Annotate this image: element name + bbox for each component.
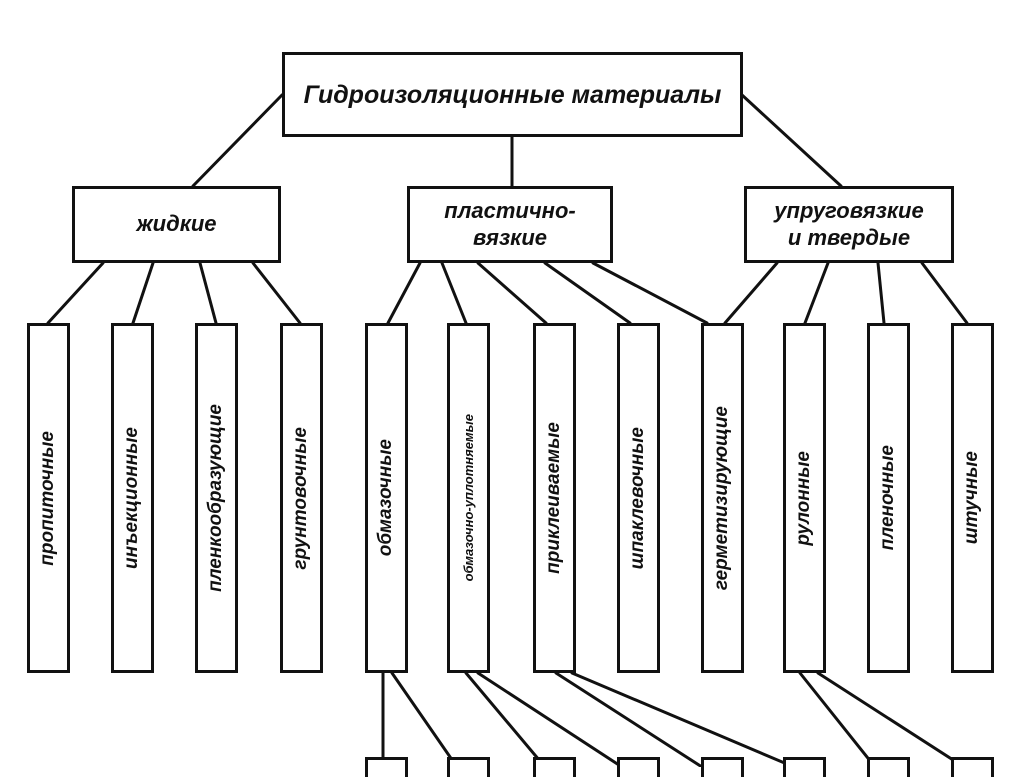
edge-root-liquid [191,93,284,188]
edge-plastic-t7 [476,261,548,325]
edge-plastic-t6 [440,261,468,325]
node-type: приклеиваемые [533,323,576,673]
edge-plastic-t8 [543,261,632,325]
node-type: пленкообразующие [195,323,238,673]
node-type-label: рулонные [793,450,815,546]
edge-bottom-b4 [476,671,624,767]
edge-bottom-b7 [798,671,877,767]
node-type-label: пленкообразующие [205,404,227,592]
edge-bottom-b5 [554,671,704,767]
node-type: грунтовочные [280,323,323,673]
node-type: шпаклевочные [617,323,660,673]
node-type-label: обмазочно-уплотняемые [460,414,476,582]
node-bottom [533,757,576,777]
node-bottom [951,757,994,777]
node-type-label: штучные [961,451,983,545]
edge-liquid-t2 [131,261,155,325]
node-category-plastic: пластично-вязкие [407,186,613,263]
edge-bottom-b3 [464,671,547,767]
node-category-liquid: жидкие [72,186,281,263]
node-category-label: пластично-вязкие [444,198,576,250]
edge-bottom-b6 [570,671,796,767]
node-type: обмазочно-уплотняемые [447,323,490,673]
node-bottom [365,757,408,777]
node-bottom [447,757,490,777]
node-type: инъекционные [111,323,154,673]
node-type-label: инъекционные [121,427,143,569]
edge-root-elastic [740,93,843,188]
node-type-label: обмазочные [375,439,397,557]
edge-elastic-t12 [920,261,969,325]
node-root: Гидроизоляционные материалы [282,52,743,137]
edge-elastic-t9 [723,261,779,325]
edge-liquid-t4 [251,261,302,325]
node-type-label: герметизирующие [711,405,733,591]
node-type: штучные [951,323,994,673]
node-bottom [617,757,660,777]
node-type-label: пропиточные [37,430,59,566]
node-bottom [867,757,910,777]
node-type: пропиточные [27,323,70,673]
node-type: рулонные [783,323,826,673]
node-category-label: жидкие [136,211,217,237]
node-type: герметизирующие [701,323,744,673]
node-type-label: пленочные [877,445,899,551]
node-bottom [783,757,826,777]
node-type-label: грунтовочные [290,426,312,570]
node-root-label: Гидроизоляционные материалы [303,80,722,109]
edge-elastic-t10 [803,261,830,325]
edge-bottom-b8 [816,671,966,767]
node-type: обмазочные [365,323,408,673]
node-type-label: приклеиваемые [543,422,565,574]
edge-liquid-t3 [198,261,218,325]
node-type: пленочные [867,323,910,673]
edge-liquid-t1 [46,261,105,325]
edge-plastic-t5 [386,261,422,325]
node-bottom [701,757,744,777]
edge-elastic-t11 [876,261,886,325]
edge-bottom-b2 [390,671,459,767]
edge-plastic-t9 [591,261,709,325]
node-type-label: шпаклевочные [627,426,649,570]
